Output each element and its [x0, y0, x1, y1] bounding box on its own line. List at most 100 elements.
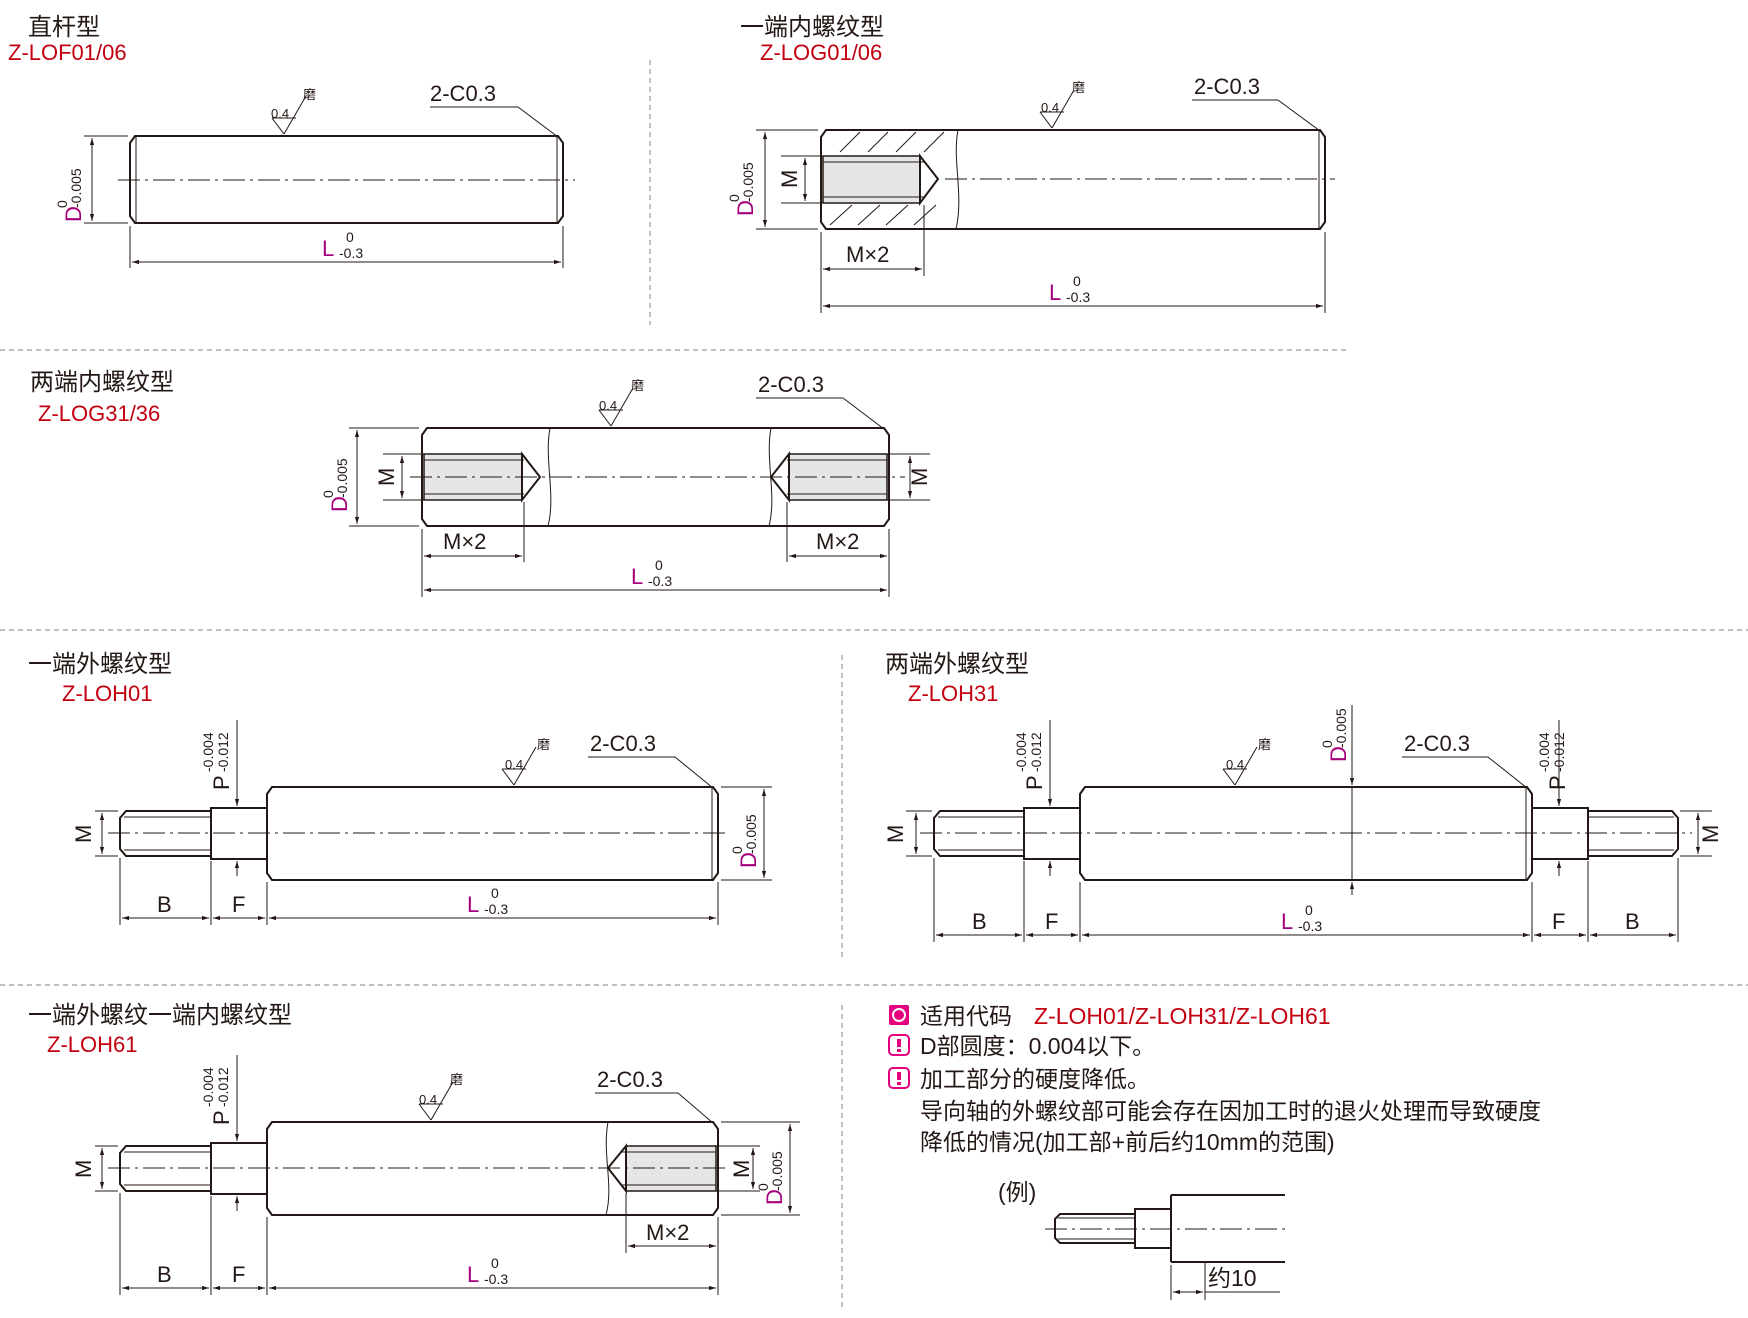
- chamfer-label: 2-C0.3: [1404, 731, 1470, 756]
- section-separators: [0, 60, 1748, 1310]
- warning-icon: [888, 1034, 910, 1056]
- F-label: F: [232, 1262, 245, 1287]
- L-label: L: [631, 564, 643, 589]
- L-label: L: [467, 892, 479, 917]
- L-tol-upper: 0: [1073, 273, 1081, 289]
- applicable-codes: Z-LOH01/Z-LOH31/Z-LOH61: [1034, 1003, 1331, 1029]
- D-tol-lower: -0.005: [334, 458, 350, 498]
- L-tol-upper: 0: [491, 885, 499, 901]
- section-title: 一端外螺纹一端内螺纹型: [28, 1002, 292, 1029]
- D-tol-lower: -0.005: [68, 168, 84, 208]
- Mx2-label: M×2: [816, 529, 859, 554]
- P-tol-lower: -0.012: [1551, 732, 1567, 772]
- P-label: P: [209, 1110, 234, 1125]
- section-title: 两端外螺纹型: [885, 651, 1029, 678]
- section-code: Z-LOG31/36: [38, 401, 160, 426]
- section-code: Z-LOH31: [908, 681, 998, 706]
- D-tol-upper: 0: [54, 200, 70, 208]
- F-label: F: [1045, 909, 1058, 934]
- section-code: Z-LOF01/06: [8, 40, 127, 65]
- section-code: Z-LOH01: [62, 681, 152, 706]
- D-label: D: [61, 206, 86, 222]
- D-label: D: [1326, 746, 1351, 762]
- ext-int-thread-shaft-drawing: M M D 0 -0.005 P -0.004 -: [71, 1055, 800, 1295]
- section-straight: 直杆型 Z-LOF01/06 D 0 -0.005 L 0 -0.3: [8, 14, 575, 268]
- L-label: L: [1049, 280, 1061, 305]
- P-label: P: [209, 775, 234, 790]
- L-tol-upper: 0: [346, 229, 354, 245]
- D-label: D: [327, 496, 352, 512]
- hardness-line-1: 导向轴的外螺纹部可能会存在因加工时的退火处理而导致硬度: [920, 1098, 1541, 1124]
- D-tol-lower: -0.005: [1333, 708, 1349, 748]
- M-label: M: [1698, 825, 1723, 843]
- L-label: L: [322, 236, 334, 261]
- M-label: M: [71, 825, 96, 843]
- section-title: 一端外螺纹型: [28, 651, 172, 678]
- external-thread-shaft-drawing: M P -0.004 -0.012 D 0 -0.005: [71, 720, 772, 925]
- chamfer-label: 2-C0.3: [758, 372, 824, 397]
- section-ext-int: 一端外螺纹一端内螺纹型 Z-LOH61 M: [28, 1002, 800, 1295]
- roughness-value: 0.4: [505, 757, 523, 772]
- D-tol-upper: 0: [755, 1183, 771, 1191]
- chamfer-label: 2-C0.3: [430, 81, 496, 106]
- B-label: B: [972, 909, 987, 934]
- D-tol-lower: -0.005: [769, 1151, 785, 1191]
- L-tol-upper: 0: [655, 557, 663, 573]
- L-label: L: [1281, 909, 1293, 934]
- chamfer-label: 2-C0.3: [1194, 74, 1260, 99]
- section-title: 一端内螺纹型: [740, 14, 884, 41]
- Mx2-label: M×2: [846, 242, 889, 267]
- D-tol-lower: -0.005: [740, 162, 756, 202]
- grind-label: 磨: [303, 87, 316, 102]
- example-label: (例): [998, 1179, 1036, 1205]
- D-tol-lower: -0.005: [743, 814, 759, 854]
- internal-thread-shaft-drawing: M D 0 -0.005 M×2 L 0 -0.3 0.4: [726, 74, 1335, 313]
- section-code: Z-LOH61: [47, 1032, 137, 1057]
- M-label: M: [71, 1160, 96, 1178]
- applicable-code-icon: [889, 1005, 909, 1025]
- double-internal-thread-shaft-drawing: M M D 0 -0.005 M×2: [320, 372, 932, 597]
- section-code: Z-LOG01/06: [760, 40, 882, 65]
- double-external-thread-shaft-drawing: D 0 -0.005 M M P -0.004 -: [883, 705, 1723, 942]
- hardness-title: 加工部分的硬度降低。: [920, 1066, 1150, 1092]
- grind-label: 磨: [450, 1072, 463, 1087]
- section-title: 直杆型: [28, 14, 100, 41]
- roundness-note: D部圆度：0.004以下。: [920, 1033, 1155, 1059]
- P-tol-lower: -0.012: [1028, 732, 1044, 772]
- roughness-value: 0.4: [419, 1092, 437, 1107]
- D-label: D: [762, 1189, 787, 1205]
- Mx2-label: M×2: [443, 529, 486, 554]
- roughness-value: 0.4: [271, 106, 289, 121]
- grind-label: 磨: [537, 737, 550, 752]
- section-one-end-internal: 一端内螺纹型 Z-LOG01/06: [726, 14, 1335, 313]
- example-dim-label: 约10: [1208, 1265, 1257, 1291]
- applicable-label: 适用代码: [920, 1003, 1012, 1029]
- section-title: 两端内螺纹型: [30, 369, 174, 396]
- F-label: F: [1552, 909, 1565, 934]
- P-tol-upper: -0.004: [1013, 732, 1029, 772]
- M-label: M: [883, 825, 908, 843]
- B-label: B: [1625, 909, 1640, 934]
- D-tol-upper: 0: [320, 490, 336, 498]
- grind-label: 磨: [631, 378, 644, 393]
- D-label: D: [733, 200, 758, 216]
- M-label: M: [907, 468, 932, 486]
- L-tol-lower: -0.3: [1298, 918, 1322, 934]
- example-drawing: 约10: [1045, 1194, 1290, 1300]
- P-label: P: [1545, 775, 1570, 790]
- B-label: B: [157, 1262, 172, 1287]
- P-label: P: [1022, 775, 1047, 790]
- straight-shaft-drawing: D 0 -0.005 L 0 -0.3 0.4 磨 2-C0.3: [54, 81, 575, 268]
- notes-panel: 适用代码 Z-LOH01/Z-LOH31/Z-LOH61 D部圆度：0.004以…: [888, 1003, 1541, 1300]
- P-tol-upper: -0.004: [200, 732, 216, 772]
- P-tol-lower: -0.012: [215, 1067, 231, 1107]
- grind-label: 磨: [1072, 80, 1085, 95]
- section-one-end-external: 一端外螺纹型 Z-LOH01 M P -0.004: [28, 651, 772, 925]
- chamfer-label: 2-C0.3: [590, 731, 656, 756]
- roughness-value: 0.4: [599, 398, 617, 413]
- warning-icon: [888, 1067, 910, 1089]
- L-tol-upper: 0: [1305, 902, 1313, 918]
- roughness-value: 0.4: [1041, 100, 1059, 115]
- M-label: M: [729, 1160, 754, 1178]
